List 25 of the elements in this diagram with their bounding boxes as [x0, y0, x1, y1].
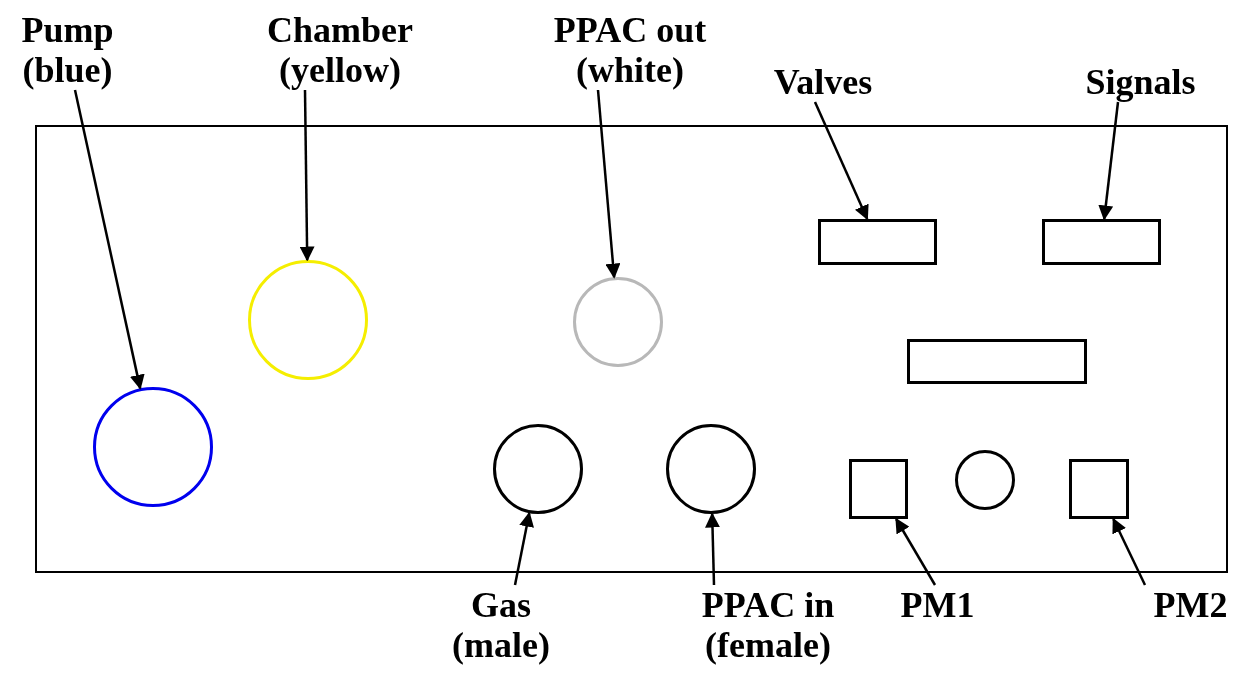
rectangular-port — [818, 219, 937, 265]
leader-line — [73, 89, 145, 390]
port-label: PPAC out (white) — [540, 10, 720, 90]
port-label: Chamber (yellow) — [248, 10, 432, 90]
port-label: PPAC in (female) — [678, 585, 858, 665]
leader-line — [705, 512, 720, 586]
leader-line — [1098, 101, 1120, 221]
rectangular-port — [907, 339, 1087, 384]
port-label: Gas (male) — [436, 585, 566, 665]
port-label: PM2 — [1138, 585, 1243, 625]
leader-line — [596, 89, 621, 279]
rectangular-port — [1042, 219, 1161, 265]
round-port — [955, 450, 1015, 510]
leader-line — [513, 511, 534, 586]
leader-line — [1112, 517, 1147, 586]
square-port — [849, 459, 908, 519]
port-label: PM1 — [885, 585, 990, 625]
leader-line — [895, 517, 937, 586]
port-label: Valves — [758, 62, 888, 102]
port-label: Pump (blue) — [5, 10, 130, 90]
leader-line — [299, 90, 315, 262]
port-label: Signals — [1068, 62, 1213, 102]
leader-line — [813, 101, 869, 221]
front-panel — [35, 125, 1228, 573]
square-port — [1069, 459, 1129, 519]
